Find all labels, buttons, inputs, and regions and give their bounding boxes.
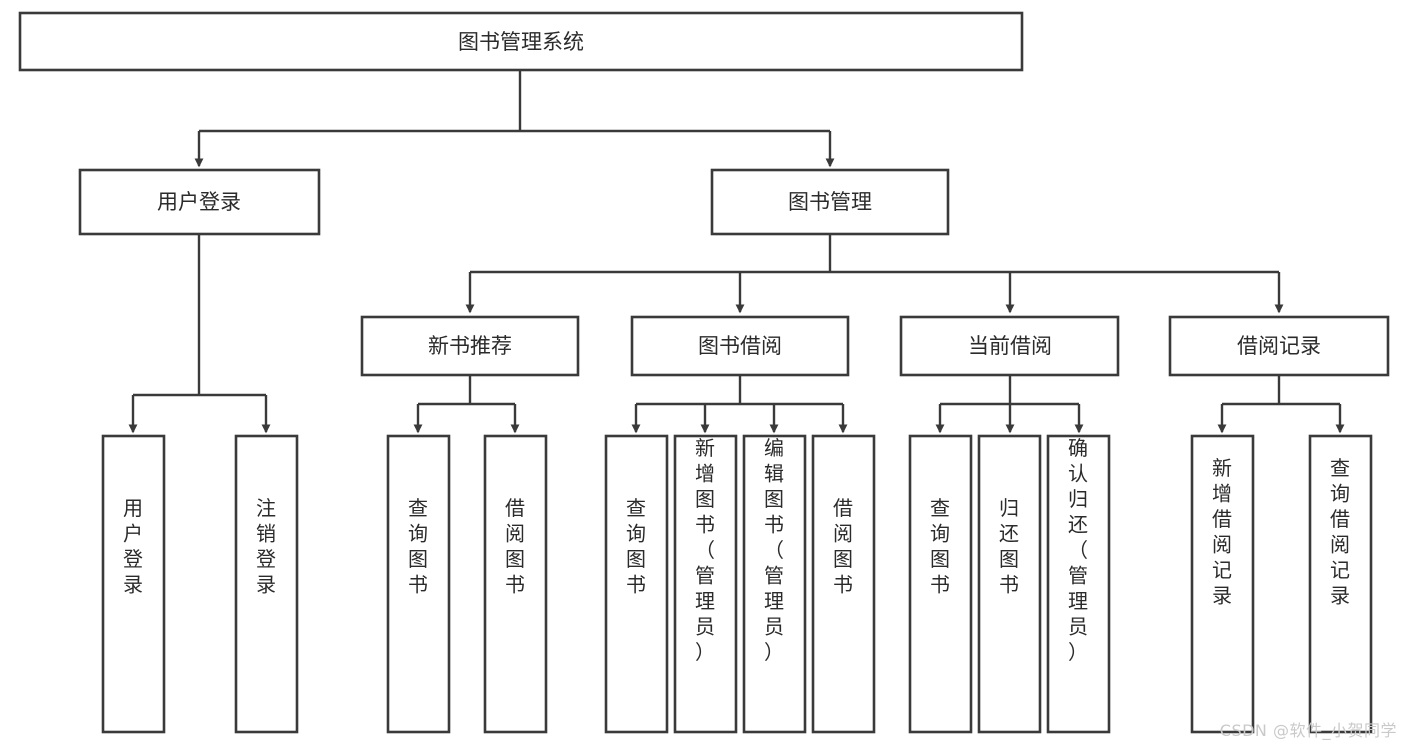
borrow-record-label: 借阅记录 <box>1237 334 1321 358</box>
leaf-label: 借阅图书 <box>833 496 853 597</box>
leaf-label: 查询图书 <box>626 496 646 597</box>
node-book-manage[interactable]: 图书管理 <box>710 168 950 236</box>
node-new-book-recommend[interactable]: 新书推荐 <box>360 315 580 377</box>
leaf-box[interactable] <box>234 434 299 734</box>
new-book-recommend-box[interactable] <box>360 315 580 377</box>
leaf-user-login-2[interactable]: 注销登录 <box>234 434 299 734</box>
leaf-label: 查询图书 <box>408 496 428 597</box>
leaf-label: 注销登录 <box>256 496 276 597</box>
book-borrow-box[interactable] <box>630 315 850 377</box>
leaf-box[interactable] <box>908 434 973 734</box>
leaf-new-book-2[interactable]: 借阅图书 <box>483 434 548 734</box>
new-book-recommend-label: 新书推荐 <box>428 334 512 358</box>
leaf-label: 编辑图书（管理员） <box>764 436 784 664</box>
leaf-box[interactable] <box>977 434 1042 734</box>
leaf-box[interactable] <box>386 434 451 734</box>
leaf-book-borrow-3[interactable]: 编辑图书（管理员） <box>742 434 807 734</box>
leaf-label: 借阅图书 <box>505 496 525 597</box>
leaf-box[interactable] <box>604 434 669 734</box>
leaf-box[interactable] <box>101 434 166 734</box>
leaf-label: 查询图书 <box>930 496 950 597</box>
leaf-label: 用户登录 <box>123 496 143 597</box>
node-root[interactable]: 图书管理系统 <box>18 11 1024 72</box>
leaf-user-login-1[interactable]: 用户登录 <box>101 434 166 734</box>
node-current-borrow[interactable]: 当前借阅 <box>899 315 1120 377</box>
leaf-new-book-1[interactable]: 查询图书 <box>386 434 451 734</box>
leaf-label: 新增借阅记录 <box>1212 456 1232 608</box>
current-borrow-label: 当前借阅 <box>968 334 1052 358</box>
leaf-box[interactable] <box>483 434 548 734</box>
leaf-box[interactable] <box>1046 434 1111 734</box>
node-borrow-record[interactable]: 借阅记录 <box>1168 315 1390 377</box>
node-book-borrow[interactable]: 图书借阅 <box>630 315 850 377</box>
user-login-label: 用户登录 <box>157 190 241 214</box>
current-borrow-box[interactable] <box>899 315 1120 377</box>
borrow-record-box[interactable] <box>1168 315 1390 377</box>
leaf-borrow-record-2[interactable]: 查询借阅记录 <box>1308 434 1373 734</box>
leaf-box[interactable] <box>673 434 738 734</box>
edges-layer <box>128 70 1345 434</box>
leaf-current-borrow-2[interactable]: 归还图书 <box>977 434 1042 734</box>
book-borrow-label: 图书借阅 <box>698 334 782 358</box>
leaf-book-borrow-2[interactable]: 新增图书（管理员） <box>673 434 738 734</box>
leaf-label: 新增图书（管理员） <box>695 436 715 664</box>
leaf-book-borrow-1[interactable]: 查询图书 <box>604 434 669 734</box>
leaf-label: 确认归还（管理员） <box>1068 436 1088 664</box>
root-label: 图书管理系统 <box>458 30 584 54</box>
leaf-box[interactable] <box>1190 434 1255 734</box>
leaf-label: 查询借阅记录 <box>1330 456 1350 608</box>
leaf-label: 归还图书 <box>999 496 1019 597</box>
leaf-box[interactable] <box>742 434 807 734</box>
leaf-box[interactable] <box>811 434 876 734</box>
leaf-box[interactable] <box>1308 434 1373 734</box>
csdn-watermark: CSDN @软件_小贺同学 <box>1219 721 1397 740</box>
user-login-box[interactable] <box>78 168 321 236</box>
node-user-login[interactable]: 用户登录 <box>78 168 321 236</box>
root-box[interactable] <box>18 11 1024 72</box>
book-manage-box[interactable] <box>710 168 950 236</box>
leaf-book-borrow-4[interactable]: 借阅图书 <box>811 434 876 734</box>
book-manage-label: 图书管理 <box>788 190 872 214</box>
leaf-current-borrow-1[interactable]: 查询图书 <box>908 434 973 734</box>
leaf-current-borrow-3[interactable]: 确认归还（管理员） <box>1046 434 1111 734</box>
leaf-borrow-record-1[interactable]: 新增借阅记录 <box>1190 434 1255 734</box>
